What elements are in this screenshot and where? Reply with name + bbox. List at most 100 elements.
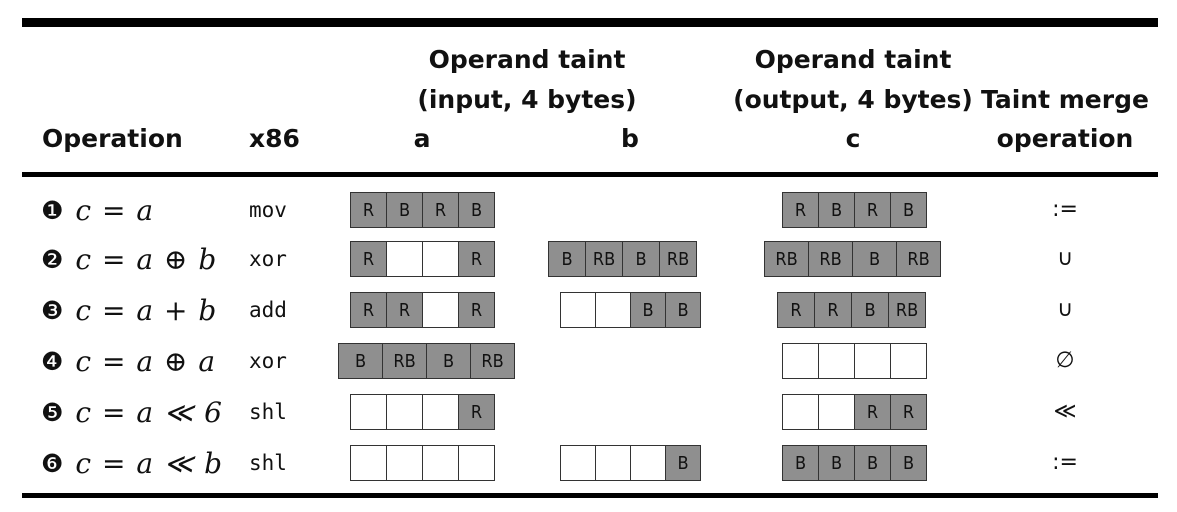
operation-cell: ❶ c = a [41,190,153,230]
header-col-a: a [413,124,431,153]
taint-byte: RB [888,292,926,328]
clean-byte [458,445,495,481]
taint-byte: B [890,192,927,228]
operation-expression: c = a [75,193,154,227]
clean-byte [782,394,819,430]
operation-expression: c = a ⊕ a [75,344,216,378]
header-operation: Operation [42,124,183,153]
taint-byte: R [350,292,387,328]
taint-byte: B [665,292,701,328]
taint-byte: R [854,394,891,430]
bottom-rule [22,493,1158,498]
taint-byte: R [814,292,852,328]
clean-byte [854,343,891,379]
clean-byte [818,394,855,430]
taint-byte: B [890,445,927,481]
taint-byte: R [458,394,495,430]
taint-byte: B [852,241,897,277]
taint-byte: RB [896,241,941,277]
merge-operation: := [1052,197,1078,222]
step-number: ❻ [41,448,64,478]
taint-byte: R [422,192,459,228]
taint-byte: B [458,192,495,228]
taint-byte: R [458,292,495,328]
x86-instruction: shl [249,400,287,424]
taint-byte: B [851,292,889,328]
taint-byte: R [782,192,819,228]
operation-expression: c = a ≪ 6 [75,395,222,429]
clean-byte [350,445,387,481]
merge-operation: := [1052,450,1078,475]
step-number: ❶ [41,195,64,225]
taint-byte: RB [808,241,853,277]
step-number: ❹ [41,346,64,376]
clean-byte [595,292,631,328]
operation-cell: ❹ c = a ⊕ a [41,341,215,381]
taint-byte: RB [764,241,809,277]
merge-operation: ∪ [1056,246,1074,271]
taint-byte: RB [382,343,427,379]
taint-byte: R [890,394,927,430]
clean-byte [386,445,423,481]
clean-byte [818,343,855,379]
x86-instruction: xor [249,349,287,373]
operation-cell: ❷ c = a ⊕ b [41,239,216,279]
operation-expression: c = a ⊕ b [75,242,217,276]
taint-byte: B [818,445,855,481]
operation-expression: c = a ≪ b [75,446,223,480]
clean-byte [350,394,387,430]
x86-instruction: xor [249,247,287,271]
clean-byte [890,343,927,379]
clean-byte [422,445,459,481]
taint-byte: R [350,241,387,277]
header-x86: x86 [249,124,300,153]
taint-byte: R [854,192,891,228]
step-number: ❷ [41,244,64,274]
taint-byte: B [386,192,423,228]
taint-byte: B [665,445,701,481]
operand-a-bytes [350,445,495,481]
taint-byte: B [622,241,660,277]
clean-byte [386,241,423,277]
header-col-b: b [621,124,639,153]
taint-byte: B [630,292,666,328]
operation-cell: ❻ c = a ≪ b [41,443,222,483]
clean-byte [595,445,631,481]
merge-operation: ∅ [1055,348,1075,373]
header-input-group-line1: Operand taint [428,45,626,74]
clean-byte [630,445,666,481]
clean-byte [422,394,459,430]
taint-byte: RB [585,241,623,277]
header-input-group-line2: (input, 4 bytes) [417,85,637,114]
taint-byte: R [350,192,387,228]
taint-byte: R [386,292,423,328]
operation-expression: c = a + b [75,293,217,327]
x86-instruction: mov [249,198,287,222]
taint-byte: B [338,343,383,379]
x86-instruction: add [249,298,287,322]
x86-instruction: shl [249,451,287,475]
merge-operation: ≪ [1053,399,1077,424]
clean-byte [560,445,596,481]
clean-byte [386,394,423,430]
taint-byte: R [458,241,495,277]
taint-byte: B [548,241,586,277]
clean-byte [560,292,596,328]
